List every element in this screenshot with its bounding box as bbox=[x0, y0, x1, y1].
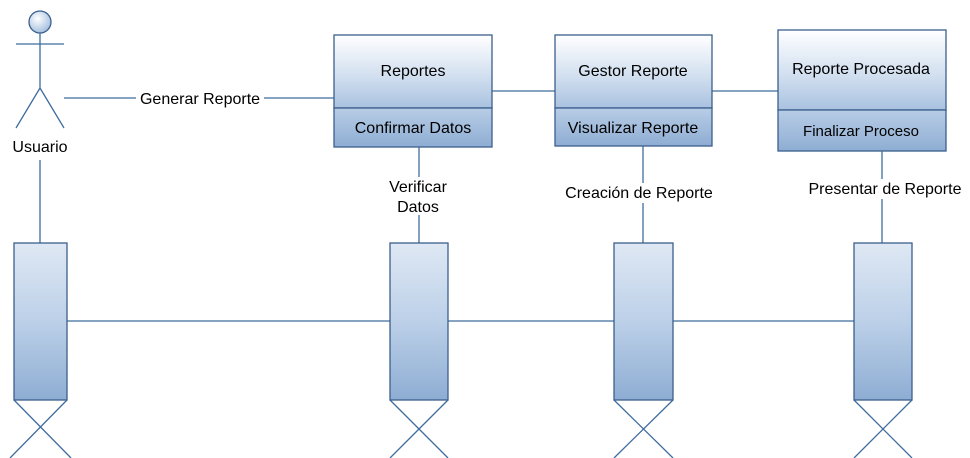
label-bg-presentar bbox=[804, 179, 966, 199]
message-verificar-line1: Verificar bbox=[389, 179, 447, 196]
activation-reportes bbox=[389, 242, 449, 401]
actor-head-icon bbox=[28, 10, 52, 34]
object-reportes-title: Reportes bbox=[381, 63, 446, 80]
object-procesada-title: Reporte Procesada bbox=[792, 61, 930, 78]
object-gestor-title: Gestor Reporte bbox=[578, 63, 687, 80]
activation-procesada bbox=[853, 242, 913, 401]
object-reportes-header bbox=[333, 34, 493, 109]
object-gestor-reporte: Gestor Reporte Visualizar Reporte bbox=[554, 34, 713, 147]
actor-label: Usuario bbox=[12, 139, 67, 156]
object-reportes: Reportes Confirmar Datos bbox=[333, 34, 493, 148]
destroy-reportes-icon bbox=[389, 399, 449, 458]
object-procesada-operation-box bbox=[777, 109, 947, 152]
message-generar-reporte: Generar Reporte bbox=[140, 91, 260, 108]
object-reporte-procesada: Reporte Procesada Finalizar Proceso bbox=[777, 29, 947, 152]
object-reportes-operation-box bbox=[333, 107, 493, 148]
actor-leg-right bbox=[39, 87, 65, 129]
object-procesada-header bbox=[777, 29, 947, 111]
activation-usuario bbox=[13, 242, 68, 401]
object-gestor-operation: Visualizar Reporte bbox=[568, 120, 699, 137]
message-verificar-line2: Datos bbox=[397, 199, 439, 216]
activation-gestor bbox=[613, 242, 674, 401]
message-presentar-reporte: Presentar de Reporte bbox=[809, 181, 962, 198]
actor-usuario: Usuario bbox=[12, 10, 68, 156]
label-bg-verificar bbox=[384, 177, 454, 215]
destroy-procesada-icon bbox=[853, 399, 913, 458]
actor-leg-left bbox=[15, 87, 41, 129]
destroy-usuario-icon bbox=[9, 399, 72, 458]
object-reportes-operation: Confirmar Datos bbox=[355, 120, 471, 137]
object-gestor-header bbox=[554, 34, 713, 109]
label-bg-creacion bbox=[562, 183, 720, 203]
object-procesada-operation: Finalizar Proceso bbox=[803, 123, 919, 140]
message-label-bg bbox=[136, 88, 264, 108]
message-creacion-reporte: Creación de Reporte bbox=[565, 185, 713, 202]
object-gestor-operation-box bbox=[554, 107, 713, 147]
destroy-gestor-icon bbox=[613, 399, 674, 458]
